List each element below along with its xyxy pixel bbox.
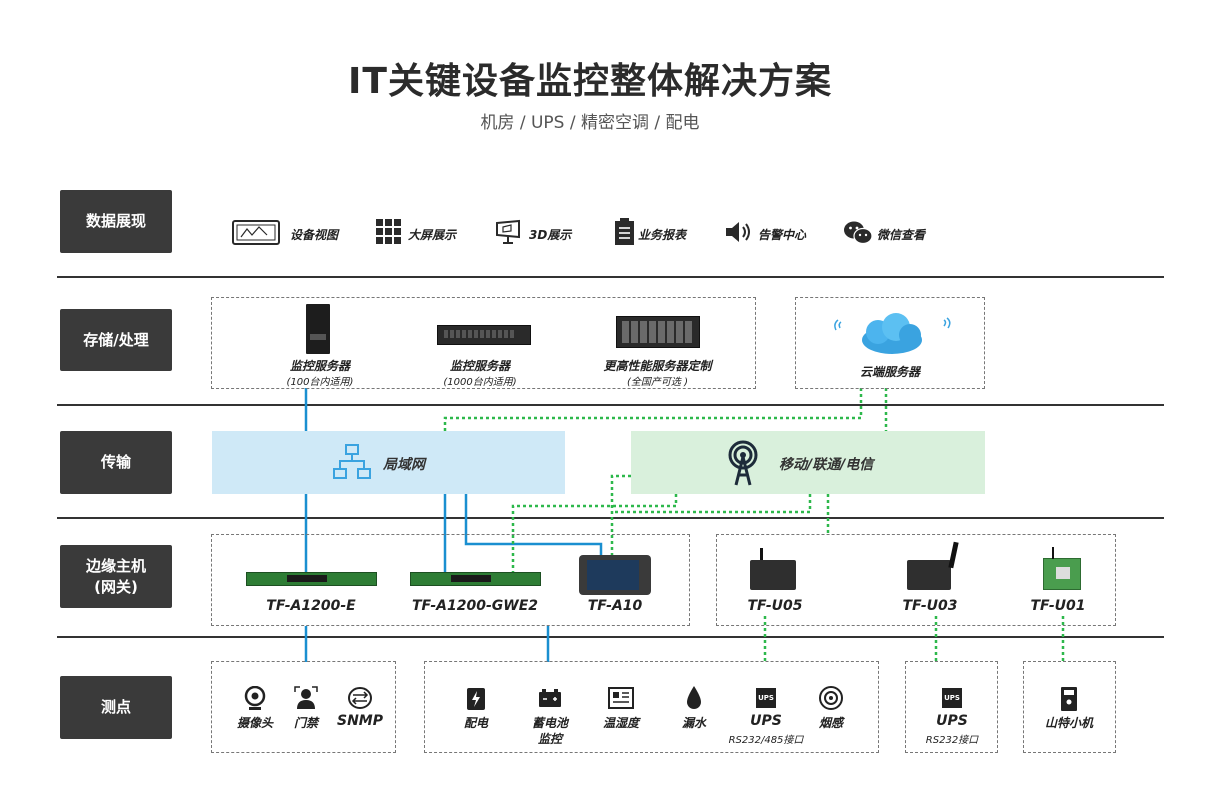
points-group-environment [424, 661, 879, 753]
server3-note: (全国产可选 ) [627, 377, 688, 388]
point-ups-note: RS232/485接口 [728, 735, 804, 746]
point-snmp-label: SNMP [337, 713, 383, 729]
point-ups2-label: UPS [936, 713, 968, 729]
wire-green [443, 388, 863, 432]
storage-servers-group [211, 297, 756, 389]
server1-note: (100台内适用) [286, 377, 354, 388]
thermo-hygrometer-icon [608, 687, 634, 709]
power-distribution-icon [467, 688, 485, 710]
point-battery-label-line2: 监控 [537, 732, 562, 746]
lan-network-box: 局域网 [212, 431, 565, 494]
points-group-video [211, 661, 396, 753]
point-ups-label: UPS [750, 713, 782, 729]
row-label-points: 测点 [60, 676, 172, 739]
ups-icon: UPS [942, 688, 962, 708]
separator-line [57, 276, 1164, 278]
tower-server-icon [306, 304, 330, 354]
row-label-edge-line2: (网关) [94, 577, 138, 596]
row-label-display: 数据展现 [60, 190, 172, 253]
camera-icon [244, 686, 266, 710]
tf-a1200-gwe2-label: TF-A1200-GWE2 [411, 598, 539, 614]
wire-green [610, 474, 631, 556]
cloud-server-group [795, 297, 985, 389]
wire-green [612, 494, 812, 514]
edge-wireless-group [716, 534, 1116, 626]
row-label-edge: 边缘主机 (网关) [60, 545, 172, 608]
small-ups-icon [1061, 687, 1077, 711]
rack-server-icon [437, 325, 531, 345]
smoke-detector-icon [819, 686, 843, 710]
tf-u03-label: TF-U03 [902, 598, 958, 614]
speaker-icon [726, 222, 750, 242]
wechat-icon [844, 221, 873, 245]
separator-line [57, 517, 1164, 519]
display-item-label: 告警中心 [758, 228, 807, 242]
tf-u05-label: TF-U05 [747, 598, 803, 614]
point-leak-label: 漏水 [681, 716, 706, 730]
mobile-label: 移动/联通/电信 [779, 457, 874, 473]
server2-name: 监控服务器 [449, 359, 510, 373]
edge-hosts-group [211, 534, 690, 626]
page-subtitle: 机房 / UPS / 精密空调 / 配电 [480, 113, 700, 133]
points-group-santak [1023, 661, 1116, 753]
access-control-icon [294, 686, 318, 709]
display-item-label: 大屏展示 [408, 228, 457, 242]
water-drop-icon [687, 686, 701, 709]
tf-u05-device-icon [750, 548, 796, 590]
row-label-transport: 传输 [60, 431, 172, 494]
router-icon [348, 687, 372, 709]
separator-line [57, 404, 1164, 406]
points-group-ups [905, 661, 998, 753]
clipboard-icon [615, 218, 634, 245]
display-item-label: 业务报表 [638, 228, 687, 242]
tf-u01-device-icon [1043, 547, 1081, 590]
mobile-network-box: 移动/联通/电信 [631, 431, 985, 494]
server1-name: 监控服务器 [289, 359, 350, 373]
point-temp-label: 温湿度 [602, 716, 639, 730]
ups-icon: UPS [756, 688, 776, 708]
display-item-label: 设备视图 [290, 228, 339, 242]
display-item-label: 微信查看 [877, 228, 926, 242]
cloud-server-name: 云端服务器 [859, 365, 920, 379]
page-title: IT关键设备监控整体解决方案 [348, 61, 832, 102]
monitor-icon [232, 220, 280, 245]
point-access-label: 门禁 [293, 716, 318, 730]
cloud-icon [834, 313, 951, 354]
storage-array-icon [616, 316, 700, 348]
tf-u03-device-icon [907, 541, 959, 590]
3d-screen-icon [496, 219, 520, 244]
grid-icon [376, 219, 401, 244]
tf-a1200-gwe2-device-icon [410, 572, 541, 586]
point-smoke-label: 烟感 [818, 716, 843, 730]
signal-tower-icon [728, 440, 758, 486]
row-label-edge-line1: 边缘主机 [85, 557, 146, 576]
wire-blue [464, 494, 603, 556]
row-label-storage: 存储/处理 [60, 309, 172, 371]
wire-green [511, 494, 678, 572]
lan-label: 局域网 [383, 457, 425, 473]
point-power-label: 配电 [463, 716, 488, 730]
tf-a10-device-icon [579, 555, 651, 595]
server2-note: (1000台内适用) [443, 377, 517, 388]
separator-line [57, 636, 1164, 638]
display-item-label: 3D展示 [529, 228, 572, 242]
tf-a1200e-label: TF-A1200-E [266, 598, 356, 614]
point-ups2-note: RS232接口 [925, 735, 979, 746]
point-battery-label-line1: 蓄电池 [531, 716, 568, 730]
battery-icon [539, 689, 561, 707]
network-topology-icon [333, 444, 371, 479]
tf-u01-label: TF-U01 [1030, 598, 1086, 614]
tf-a1200e-device-icon [246, 572, 377, 586]
point-santak-label: 山特小机 [1044, 716, 1093, 730]
point-camera-label: 摄像头 [236, 716, 273, 730]
server3-name: 更高性能服务器定制 [603, 359, 712, 373]
tf-a10-label: TF-A10 [587, 598, 643, 614]
